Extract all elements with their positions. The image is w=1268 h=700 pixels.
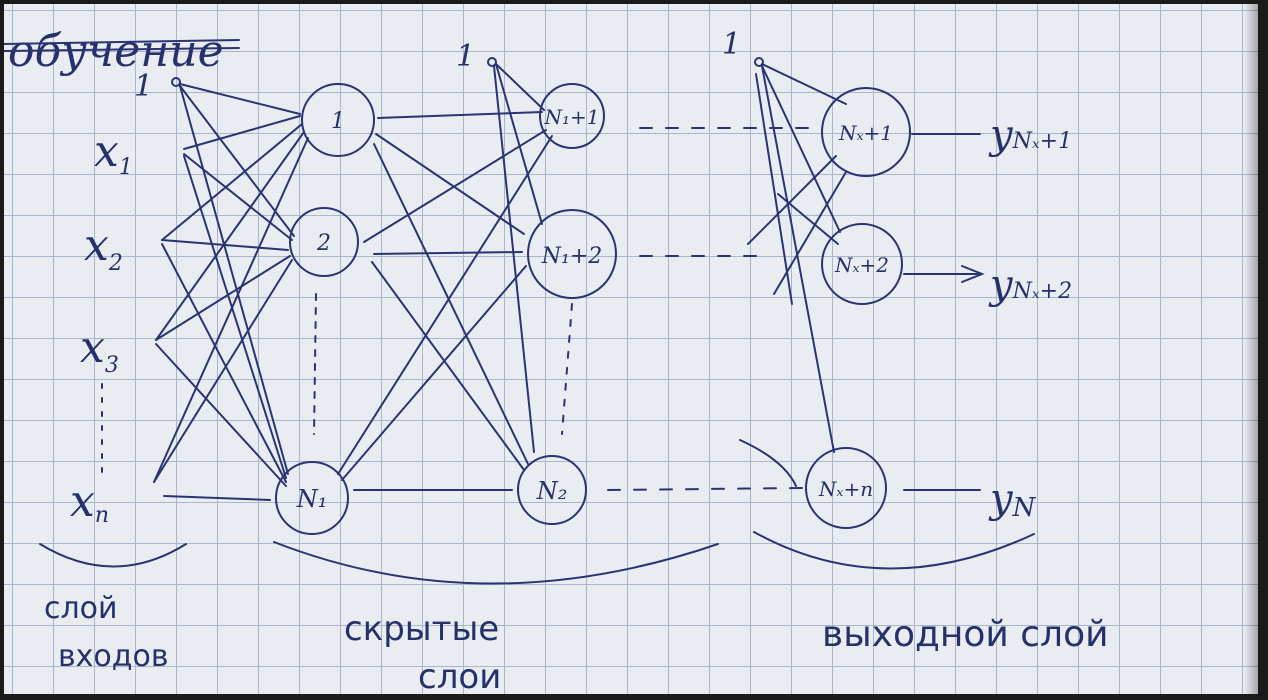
connections-hidden-hidden [313,63,573,491]
bias-label: 1 [456,39,475,74]
input-x2: x2 [84,220,123,276]
title-strikethrough-2 [4,47,240,52]
input-labels: x1 x2 x3 xn [70,126,133,528]
svg-text:N₁+2: N₁+2 [541,244,603,269]
output-label-2: yNₓ+2 [988,262,1072,308]
output-node-1: Nₓ+1 [821,87,911,177]
hidden-node-1: 1 [301,83,375,157]
hidden-layer-1: 1 2 N₁ [275,83,375,535]
output-label-n: yN [988,476,1037,523]
svg-text:Nₓ+n: Nₓ+n [818,477,873,501]
input-xn: xn [70,476,109,528]
bias-node-input: 1 [134,69,181,104]
connections-hidden-output [607,63,847,491]
caption-output: выходной слой [822,614,1109,655]
arrow-head-icon [961,265,985,283]
svg-text:Nₓ+1: Nₓ+1 [838,121,893,145]
hidden-node-2: 2 [289,207,359,277]
hidden-node-N1-plus-1: N₁+1 [539,83,605,149]
caption-hidden-2: слои [418,657,501,694]
captions: слой входов скрытые слои выходной слой [44,591,1109,694]
title-strikethrough [4,39,240,45]
connections-input-hidden [153,83,309,501]
input-x3: x3 [80,322,119,378]
bias-label: 1 [134,69,153,104]
layer-braces [39,439,1035,585]
hidden-layers-brace [273,541,719,585]
caption-hidden-1: скрытые [344,609,499,649]
page-title: обучение [8,26,224,77]
bias-label: 1 [722,27,741,62]
output-layer-arc [739,439,797,487]
output-node-2: Nₓ+2 [821,223,903,305]
svg-text:Nₓ+2: Nₓ+2 [834,253,889,277]
output-label-1: yNₓ+1 [988,112,1072,158]
svg-text:N₂: N₂ [536,477,568,505]
svg-text:2: 2 [316,231,331,256]
output-node-n: Nₓ+n [805,447,887,529]
svg-text:1: 1 [331,109,345,134]
output-layer-brace [753,531,1035,570]
caption-input-2: входов [58,639,169,674]
caption-input-1: слой [44,591,118,626]
hidden-layer-2: N₁+1 N₁+2 N₂ [517,83,617,525]
svg-text:N₁: N₁ [296,485,328,513]
hidden-node-N2: N₂ [517,455,587,525]
neural-network-diagram: обучение 1 1 1 [4,26,1109,694]
input-x1: x1 [94,126,133,180]
bias-node-hidden: 1 [456,39,497,74]
bias-node-output: 1 [722,27,764,67]
output-layer: Nₓ+1 Nₓ+2 Nₓ+n [805,87,911,529]
output-labels: yNₓ+1 yNₓ+2 yN [988,112,1072,523]
input-layer-brace [39,543,187,568]
svg-text:N₁+1: N₁+1 [544,105,600,129]
notebook-page: обучение 1 1 1 [4,4,1258,694]
hidden-node-N1: N₁ [275,461,349,535]
page-shadow-edge [1244,4,1258,694]
hidden-node-N1-plus-2: N₁+2 [527,209,617,299]
output-lines [903,133,985,491]
